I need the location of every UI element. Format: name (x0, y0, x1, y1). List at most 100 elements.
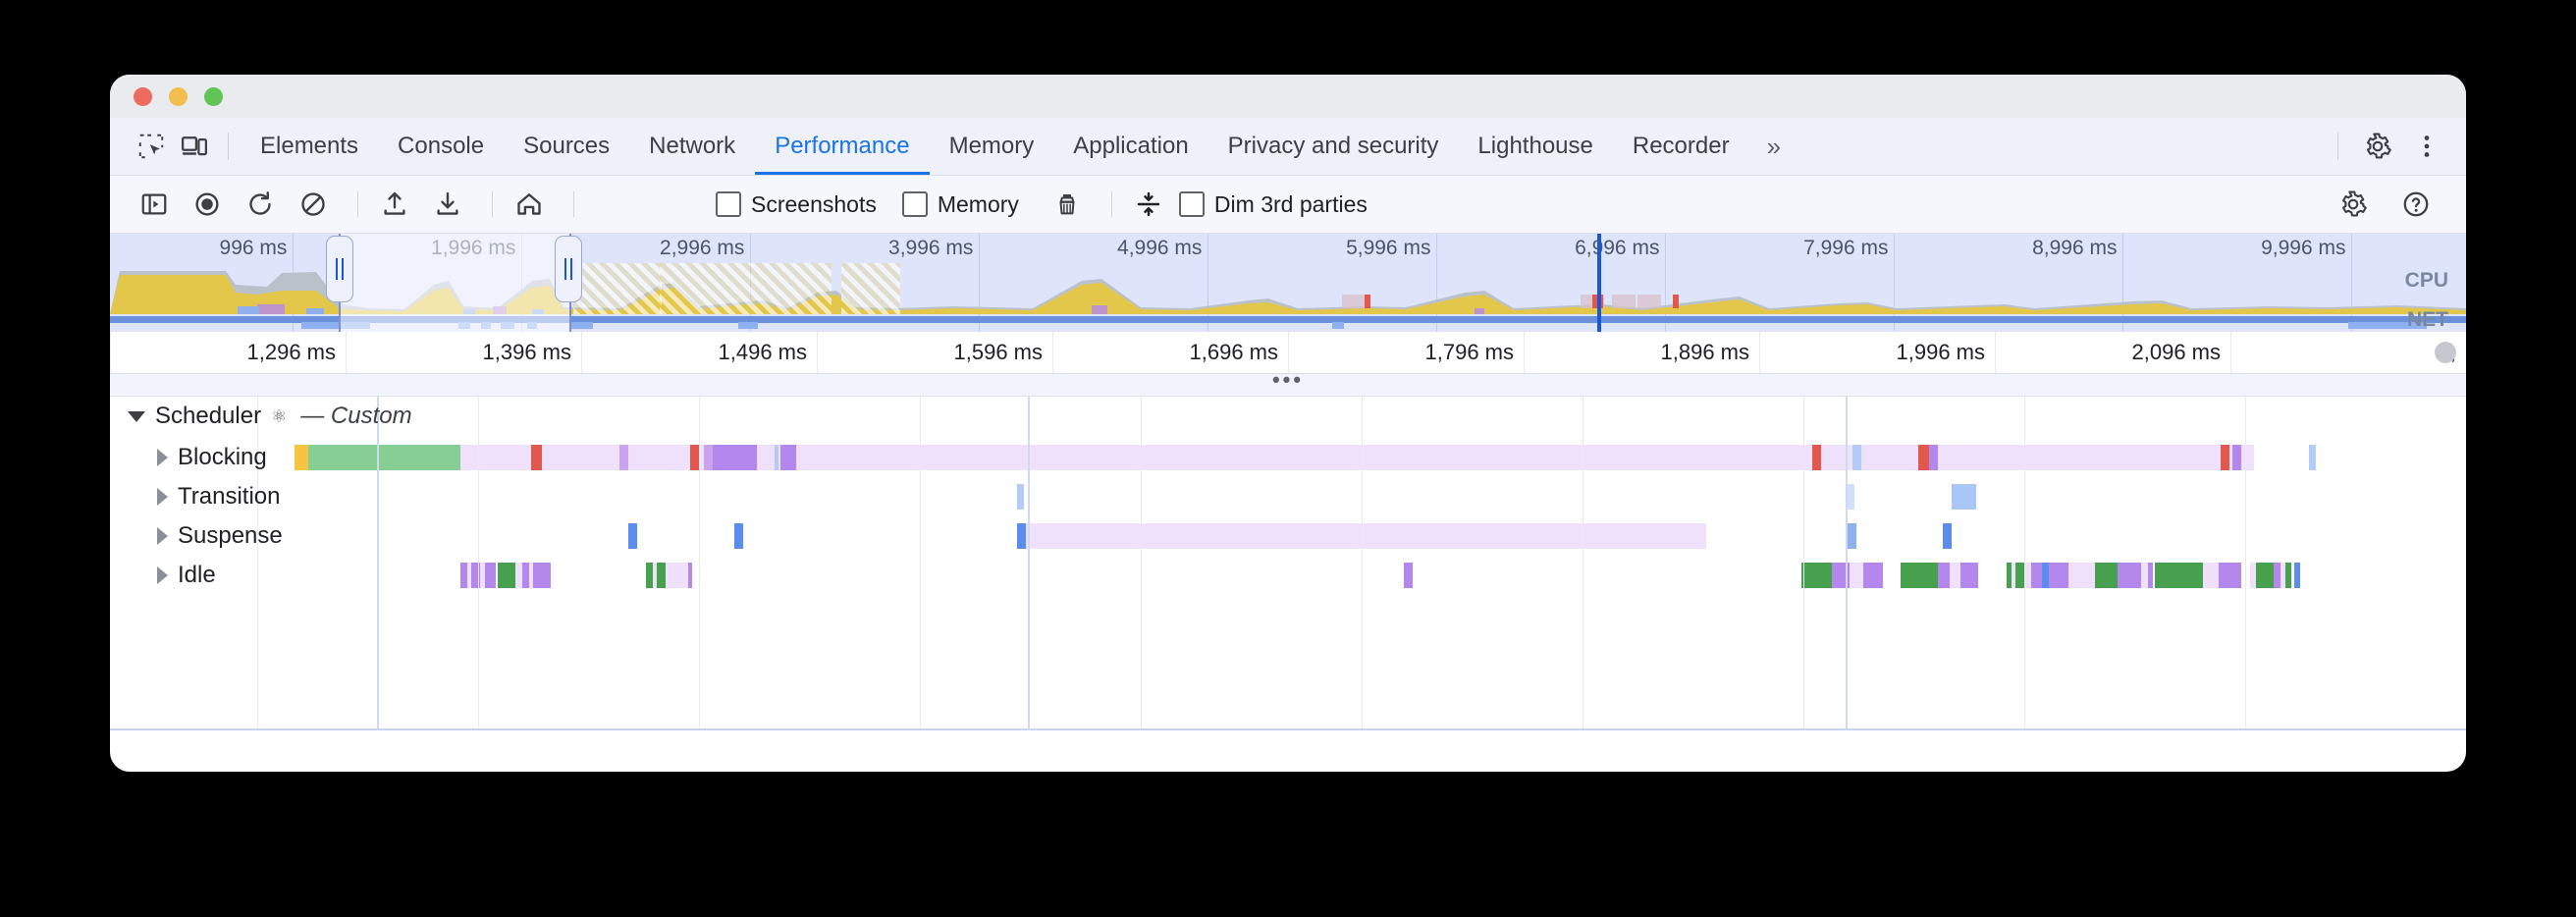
flamechart-bar[interactable] (466, 563, 472, 588)
flamechart-bar[interactable] (2203, 563, 2219, 588)
reload-and-record-icon[interactable] (238, 182, 283, 227)
track-row-idle[interactable]: Idle (110, 556, 2466, 595)
flamechart-bar[interactable] (2068, 563, 2095, 588)
flamechart-bar[interactable] (1403, 563, 1413, 588)
flamechart-bar[interactable] (460, 563, 467, 588)
flamechart-bar[interactable] (2154, 563, 2204, 588)
flamechart-bar[interactable] (1800, 563, 1833, 588)
flamechart-bar[interactable] (2141, 563, 2148, 588)
flamechart-bar[interactable] (2095, 563, 2118, 588)
flamechart-bar[interactable] (2281, 563, 2285, 588)
garbage-collect-brush-icon[interactable] (1045, 182, 1090, 227)
zoom-window-icon[interactable] (204, 87, 223, 106)
flamechart-bar[interactable] (703, 445, 713, 470)
flamechart-bar[interactable] (1017, 523, 1026, 549)
flamechart-bar[interactable] (2148, 563, 2153, 588)
suspense-expand-triangle-icon[interactable] (157, 527, 168, 545)
help-question-icon[interactable] (2393, 182, 2439, 227)
track-row-transition[interactable]: Transition (110, 477, 2466, 516)
flamechart-bar[interactable] (498, 563, 516, 588)
flamechart-bar[interactable] (657, 563, 667, 588)
tab-sources[interactable]: Sources (523, 133, 611, 159)
overview-right-resize-handle[interactable] (555, 236, 583, 302)
flamechart-bar[interactable] (1850, 563, 1863, 588)
flamechart-bar[interactable] (533, 563, 552, 588)
track-row-blocking[interactable]: Blocking (110, 438, 2466, 477)
overview-selection-window[interactable] (339, 234, 571, 332)
idle-expand-triangle-icon[interactable] (157, 566, 168, 584)
tab-memory[interactable]: Memory (948, 133, 1035, 159)
upload-profile-icon[interactable] (372, 182, 417, 227)
minimize-window-icon[interactable] (169, 87, 188, 106)
flamechart-bar[interactable] (1862, 563, 1883, 588)
inspect-element-icon[interactable] (130, 125, 173, 168)
flamechart-bar[interactable] (2030, 563, 2042, 588)
flamechart-bar[interactable] (2117, 563, 2142, 588)
flamechart-group-header[interactable]: Scheduler ⚛ — Custom (110, 397, 2466, 438)
download-profile-icon[interactable] (425, 182, 470, 227)
group-expand-triangle-icon[interactable] (128, 410, 145, 422)
flamechart-bar[interactable] (531, 445, 543, 470)
flamechart-bar[interactable] (646, 563, 653, 588)
flamechart-bar[interactable] (2231, 445, 2241, 470)
flamechart-bar[interactable] (734, 523, 743, 549)
flamechart-bar[interactable] (307, 445, 460, 470)
flamechart-bar[interactable] (2249, 563, 2257, 588)
memory-checkbox[interactable]: Memory (901, 191, 1019, 218)
record-icon[interactable] (185, 182, 230, 227)
tab-performance[interactable]: Performance (755, 118, 929, 175)
flamechart-bar[interactable] (2221, 445, 2230, 470)
more-tabs-chevron-icon[interactable]: » (1766, 131, 1782, 161)
tab-recorder[interactable]: Recorder (1632, 133, 1730, 159)
flamechart-bar[interactable] (1942, 523, 1952, 549)
overview-left-resize-handle[interactable] (326, 236, 353, 302)
flamechart-bar[interactable] (295, 445, 308, 470)
flamechart-bar[interactable] (2256, 563, 2275, 588)
tab-lighthouse[interactable]: Lighthouse (1477, 133, 1593, 159)
flamechart-bar[interactable] (1918, 445, 1930, 470)
timeline-ruler[interactable]: 1,196 ms1,296 ms1,396 ms1,496 ms1,596 ms… (110, 332, 2466, 374)
flamechart-bar[interactable] (687, 563, 693, 588)
flamechart-bar[interactable] (515, 563, 522, 588)
flamechart-bar[interactable] (780, 445, 796, 470)
flamechart-bar[interactable] (2309, 445, 2316, 470)
flamechart-bar[interactable] (2007, 563, 2012, 588)
dim-3rd-parties-checkbox[interactable]: Dim 3rd parties (1178, 191, 1368, 218)
flamechart-bar[interactable] (774, 445, 778, 470)
overview-resize-handle[interactable]: ••• (110, 369, 2466, 397)
flamechart-bar[interactable] (628, 523, 637, 549)
flamechart-bar[interactable] (652, 563, 658, 588)
screenshots-checkbox[interactable]: Screenshots (716, 191, 877, 218)
flamechart-bar[interactable] (2048, 563, 2068, 588)
flamechart-bar[interactable] (2042, 563, 2049, 588)
flamechart-bar[interactable] (1848, 523, 1856, 549)
home-icon[interactable] (507, 182, 552, 227)
close-window-icon[interactable] (134, 87, 152, 106)
flamechart-bar[interactable] (1852, 445, 1861, 470)
tab-elements[interactable]: Elements (260, 133, 359, 159)
flamechart-bar[interactable] (471, 563, 481, 588)
memory-checkbox-box[interactable] (901, 191, 928, 217)
dim-3rd-parties-checkbox-box[interactable] (1178, 191, 1205, 217)
tab-privacy-and-security[interactable]: Privacy and security (1227, 133, 1439, 159)
collapse-vertical-icon[interactable] (1126, 182, 1171, 227)
capture-settings-gear-icon[interactable] (2331, 182, 2376, 227)
ruler-scroll-thumb[interactable] (2435, 342, 2456, 363)
tab-network[interactable]: Network (649, 133, 736, 159)
flamechart-bar[interactable] (2015, 563, 2024, 588)
flamechart-bar[interactable] (666, 563, 688, 588)
flamechart-bar[interactable] (1951, 484, 1976, 510)
more-vertical-icon[interactable] (2405, 125, 2448, 168)
flamechart-bar[interactable] (1938, 563, 1950, 588)
flamechart-bar[interactable] (690, 445, 699, 470)
flamechart-bar[interactable] (2284, 563, 2292, 588)
flamechart-bar[interactable] (480, 563, 485, 588)
tab-application[interactable]: Application (1073, 133, 1189, 159)
flamechart-bar[interactable] (1812, 445, 1821, 470)
flamechart-bar[interactable] (2274, 563, 2281, 588)
flamechart-bar[interactable] (1017, 484, 1024, 510)
flamechart-bar[interactable] (712, 445, 757, 470)
tab-console[interactable]: Console (398, 133, 485, 159)
flamechart-panel[interactable]: Scheduler ⚛ — Custom Blocking Transition (110, 397, 2466, 730)
blocking-expand-triangle-icon[interactable] (157, 449, 168, 466)
